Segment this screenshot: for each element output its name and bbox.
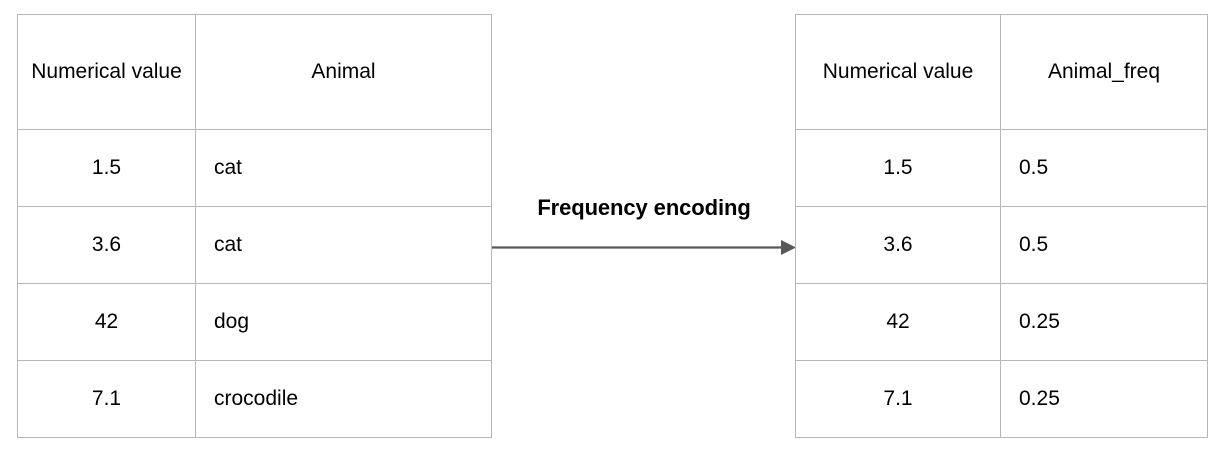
table-row: 1.5 cat (17, 129, 492, 207)
input-cell-value: 1.5 (17, 129, 196, 207)
output-cell-value: 3.6 (795, 206, 1001, 284)
output-cell-freq: 0.25 (1000, 360, 1208, 438)
input-table-header-animal: Animal (195, 14, 492, 130)
transform-label: Frequency encoding (537, 195, 751, 220)
output-table-header-numerical-value: Numerical value (795, 14, 1001, 130)
table-row: 7.1 crocodile (17, 360, 492, 438)
input-cell-value: 7.1 (17, 360, 196, 438)
input-cell-value: 42 (17, 283, 196, 361)
input-cell-animal: cat (195, 129, 492, 207)
output-table-header-animal-freq: Animal_freq (1000, 14, 1208, 130)
table-row: 42 0.25 (795, 283, 1208, 361)
input-table: Numerical value Animal 1.5 cat 3.6 cat 4… (17, 14, 492, 438)
table-row: 42 dog (17, 283, 492, 361)
output-cell-freq: 0.5 (1000, 129, 1208, 207)
output-table: Numerical value Animal_freq 1.5 0.5 3.6 … (795, 14, 1208, 438)
input-table-header-numerical-value: Numerical value (17, 14, 196, 130)
output-table-header-row: Numerical value Animal_freq (795, 14, 1208, 130)
table-row: 1.5 0.5 (795, 129, 1208, 207)
output-cell-value: 42 (795, 283, 1001, 361)
table-row: 7.1 0.25 (795, 360, 1208, 438)
input-cell-value: 3.6 (17, 206, 196, 284)
input-table-header-row: Numerical value Animal (17, 14, 492, 130)
output-cell-value: 7.1 (795, 360, 1001, 438)
right-arrow-icon (492, 240, 796, 255)
input-cell-animal: cat (195, 206, 492, 284)
table-row: 3.6 cat (17, 206, 492, 284)
output-cell-freq: 0.5 (1000, 206, 1208, 284)
input-cell-animal: dog (195, 283, 492, 361)
output-cell-freq: 0.25 (1000, 283, 1208, 361)
input-cell-animal: crocodile (195, 360, 492, 438)
table-row: 3.6 0.5 (795, 206, 1208, 284)
output-cell-value: 1.5 (795, 129, 1001, 207)
